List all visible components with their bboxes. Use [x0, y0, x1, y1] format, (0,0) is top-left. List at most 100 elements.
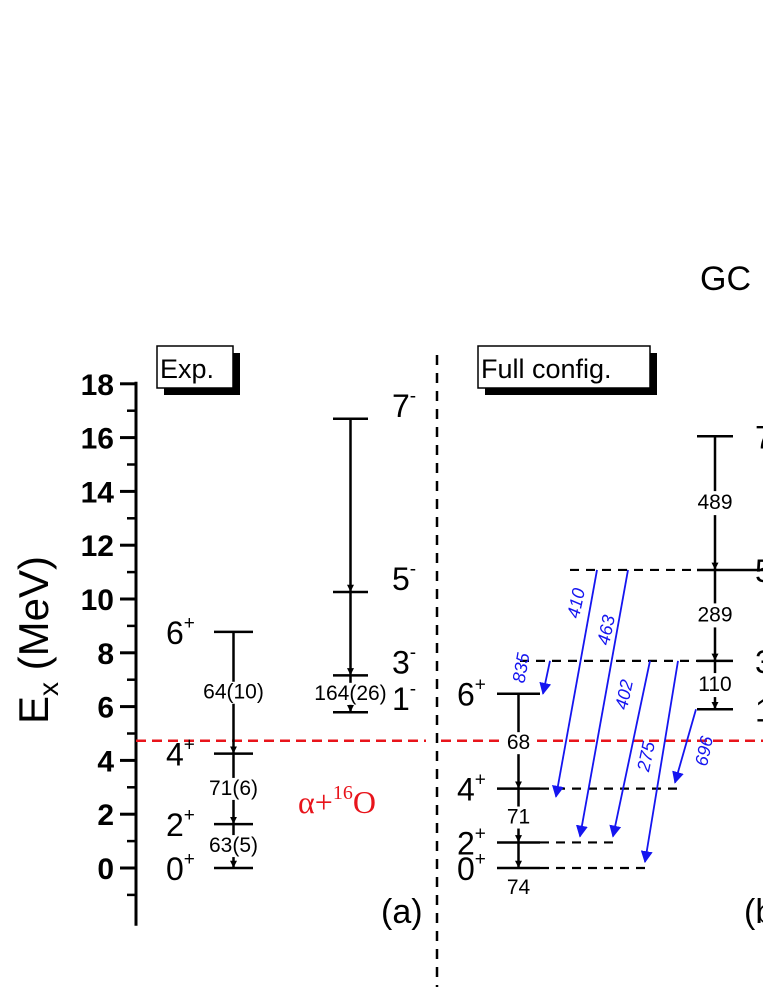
a-neg-level-label-3-spin: 3 — [392, 644, 410, 680]
b-pos-level-label-6-spin: 6 — [457, 677, 475, 713]
exp-label: Exp. — [160, 354, 214, 384]
b-cross-transition-arrow — [640, 660, 679, 864]
panel-a-tag: (a) — [381, 893, 423, 931]
b-neg-transition-label-bg — [691, 673, 739, 698]
a-neg-level-label-5-spin: 5 — [392, 561, 410, 597]
b-cross-transition-label: 835 — [509, 650, 534, 684]
panel-b-tag: (b — [744, 893, 763, 931]
a-neg-level-label-3-parity: - — [410, 642, 416, 663]
y-tick-label: 10 — [81, 584, 114, 617]
b-cross-transition-label: 275 — [633, 739, 659, 774]
a-pos-transition-label-bg — [201, 835, 266, 858]
b-cross-transition-label: 402 — [611, 678, 637, 712]
threshold-label: α+16O — [298, 782, 376, 820]
y-tick-label: 6 — [97, 692, 114, 725]
a-neg-level-label-5-parity: - — [410, 559, 416, 580]
y-tick-label: 18 — [81, 369, 114, 402]
a-neg-transition-label: 164(26) — [314, 682, 386, 705]
svg-text:Ex (MeV): Ex (MeV) — [10, 556, 64, 724]
b-pos-level-label-0-spin: 0 — [457, 851, 475, 887]
y-tick-label: 0 — [97, 853, 114, 886]
b-cross-transition-arrow — [539, 660, 552, 695]
b-neg-transition-label-bg — [691, 491, 739, 516]
b-cross-transition-label: 696 — [691, 733, 717, 768]
b-neg-transition-label-bg — [691, 603, 739, 628]
b-neg-cut-label: 7 — [755, 419, 763, 455]
full-config-label-box: Full config. — [477, 345, 657, 395]
y-tick-label: 2 — [97, 799, 114, 832]
a-pos-transition-label: 64(10) — [203, 681, 264, 704]
b-neg-transition-label: 489 — [697, 491, 732, 514]
a-neg-level-label-7: 7- — [392, 386, 416, 424]
a-pos-level-label-0: 0+ — [166, 849, 195, 887]
a-pos-transition-label-bg — [201, 777, 266, 800]
a-neg-level-label-7-spin: 7 — [392, 388, 410, 424]
a-pos-level-label-6-parity: + — [184, 613, 195, 634]
b-neg-cut-label: 3 — [755, 644, 763, 680]
a-neg-level-label-3: 3- — [392, 642, 416, 680]
a-neg-level-label-5: 5- — [392, 559, 416, 597]
a-pos-transition-label: 63(5) — [209, 834, 258, 857]
b-cross-transition-label: 410 — [563, 586, 589, 620]
y-tick-label: 12 — [81, 530, 114, 563]
a-pos-transition-label-bg — [201, 681, 266, 704]
b-pos-transition-label-bg — [500, 806, 537, 829]
y-axis-label-main: E — [10, 696, 57, 724]
b-pos-level-label-6-parity: + — [475, 675, 486, 696]
a-neg-level-label-7-parity: - — [410, 386, 416, 407]
y-tick-label: 8 — [97, 638, 114, 671]
b-pos-level-label-2: 2+ — [457, 823, 486, 861]
b-pos-transition-label: 71 — [507, 806, 530, 829]
b-pos-level-label-6: 6+ — [457, 675, 486, 713]
b-neg-transition-label: 289 — [697, 603, 732, 626]
b-pos-level-label-4-parity: + — [475, 770, 486, 791]
y-tick-label: 16 — [81, 423, 114, 456]
threshold-element: O — [353, 784, 376, 820]
a-pos-level-label-2-spin: 2 — [166, 807, 184, 843]
b-cross-transition-arrow — [576, 569, 629, 838]
b-cross-transition-arrow — [672, 709, 697, 784]
b-pos-level-label-4-spin: 4 — [457, 772, 475, 808]
a-pos-level-label-4: 4+ — [166, 735, 195, 773]
y-tick-label: 4 — [97, 745, 114, 778]
b-neg-cut-label: 5 — [755, 553, 763, 589]
a-pos-level-label-0-spin: 0 — [166, 851, 184, 887]
b-pos-transition-label-bg — [500, 732, 537, 755]
a-pos-level-label-4-parity: + — [184, 735, 195, 756]
b-neg-cut-label: 1 — [755, 692, 763, 728]
y-axis: 0 2 4 6 8 10 12 14 16 18 — [81, 369, 138, 926]
a-neg-level-label-1: 1- — [392, 679, 416, 717]
full-config-label: Full config. — [481, 354, 612, 384]
b-pos-level-label-0: 0+ — [457, 849, 486, 887]
header-text: GC — [700, 260, 751, 298]
b-pos-level-label-0-parity: + — [475, 849, 486, 870]
b-pos-transition-label: 68 — [507, 731, 530, 754]
b-neg-transition-label: 110 — [698, 673, 731, 696]
panel-a-levels: 0+2+4+6+63(5)71(6)64(10)1-3-5-7-164(26) — [166, 386, 416, 887]
b-cross-transition-arrow — [609, 660, 651, 838]
a-pos-level-label-6-spin: 6 — [166, 615, 184, 651]
y-axis-label-unit: (MeV) — [10, 556, 57, 682]
a-neg-level-label-1-parity: - — [410, 679, 416, 700]
b-pos-transition-label: 74 — [507, 876, 531, 899]
y-axis-label-sub: x — [33, 682, 64, 696]
y-tick-label: 14 — [81, 476, 115, 509]
panel-b-levels: 0+2+4+6+74716811028948975318354104634022… — [457, 419, 763, 899]
b-pos-level-label-2-parity: + — [475, 823, 486, 844]
b-cross-transition-arrow — [552, 569, 598, 798]
threshold-alpha: α+ — [298, 784, 333, 820]
a-neg-transition-label-bg — [318, 682, 383, 705]
a-pos-level-label-2-parity: + — [184, 805, 195, 826]
a-neg-level-label-1-spin: 1 — [392, 681, 410, 717]
threshold-mass: 16 — [333, 782, 353, 804]
b-pos-level-label-2-spin: 2 — [457, 825, 475, 861]
exp-label-box: Exp. — [156, 345, 240, 395]
a-pos-transition-label: 71(6) — [209, 777, 258, 800]
b-pos-level-label-4: 4+ — [457, 770, 486, 808]
y-axis-title: Ex (MeV) — [10, 556, 64, 724]
a-pos-level-label-6: 6+ — [166, 613, 195, 651]
a-pos-level-label-4-spin: 4 — [166, 737, 184, 773]
a-pos-level-label-0-parity: + — [184, 849, 195, 870]
a-pos-level-label-2: 2+ — [166, 805, 195, 843]
